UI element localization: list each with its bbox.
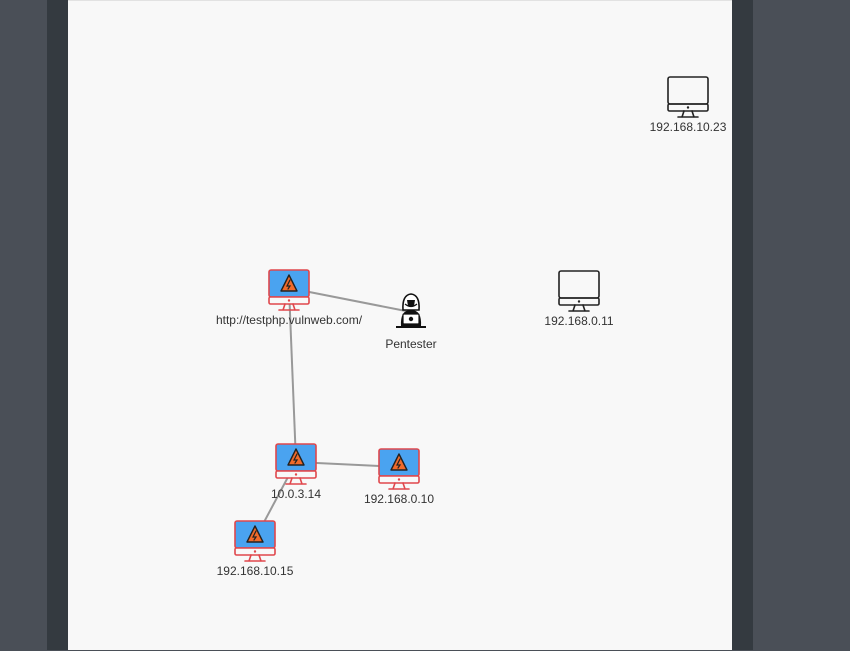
graph-node-n3[interactable]: Pentester xyxy=(385,293,437,351)
graph-node-n7[interactable]: 192.168.10.15 xyxy=(217,520,294,578)
node-label: 192.168.10.15 xyxy=(217,564,294,578)
vulnerable-monitor-icon xyxy=(268,269,310,311)
left-background xyxy=(0,0,47,650)
monitor-icon xyxy=(558,270,600,312)
monitor-icon xyxy=(667,76,709,118)
vulnerable-monitor-icon xyxy=(275,443,317,485)
nodes-layer: 192.168.10.23 http://testphp.vulnweb.com/… xyxy=(216,76,727,578)
graph-node-n4[interactable]: 192.168.0.11 xyxy=(544,270,614,328)
right-gutter xyxy=(732,0,753,650)
edge-n2-n5 xyxy=(288,287,297,463)
node-label: 192.168.0.11 xyxy=(544,314,614,328)
left-gutter xyxy=(47,0,68,650)
network-graph[interactable]: 192.168.10.23 http://testphp.vulnweb.com/… xyxy=(68,1,732,651)
node-label: 192.168.10.23 xyxy=(650,120,727,134)
node-label: http://testphp.vulnweb.com/ xyxy=(216,313,363,327)
vulnerable-monitor-icon xyxy=(378,448,420,490)
node-label: Pentester xyxy=(385,337,436,351)
hacker-icon xyxy=(396,293,426,328)
graph-node-n6[interactable]: 192.168.0.10 xyxy=(364,448,434,506)
node-label: 192.168.0.10 xyxy=(364,492,434,506)
network-graph-canvas[interactable]: 192.168.10.23 http://testphp.vulnweb.com/… xyxy=(68,0,732,650)
graph-node-n1[interactable]: 192.168.10.23 xyxy=(650,76,727,134)
graph-node-n5[interactable]: 10.0.3.14 xyxy=(271,443,321,501)
node-label: 10.0.3.14 xyxy=(271,487,321,501)
vulnerable-monitor-icon xyxy=(234,520,276,562)
graph-node-n2[interactable]: http://testphp.vulnweb.com/ xyxy=(216,269,363,327)
right-background xyxy=(753,0,850,650)
